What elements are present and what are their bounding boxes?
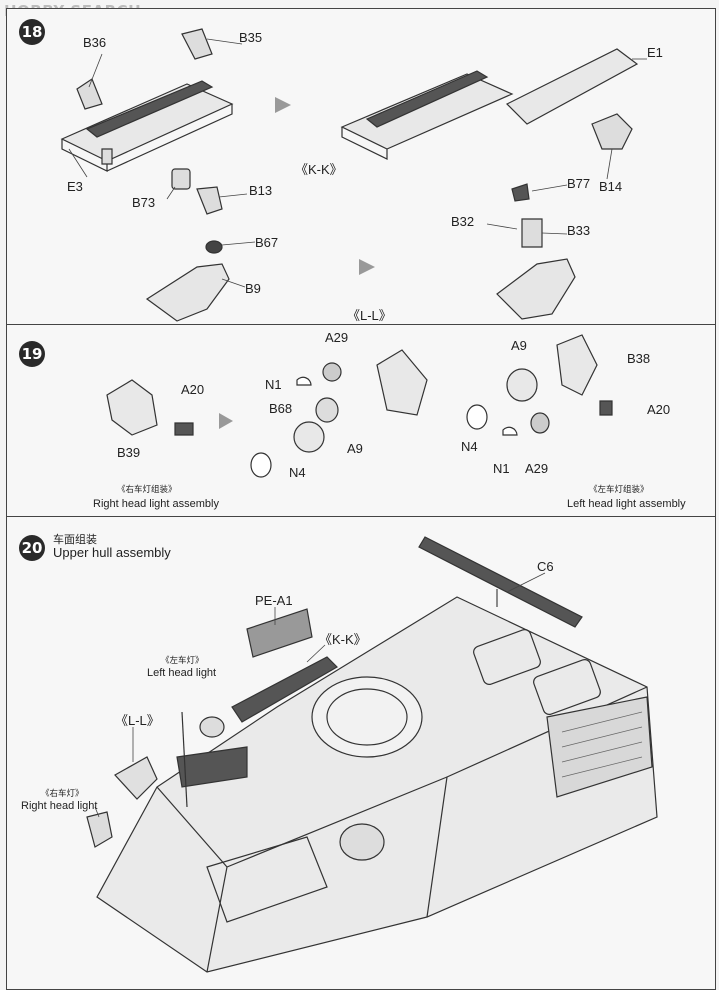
label-kk: 《K-K》 xyxy=(319,632,367,647)
part-e1-shape xyxy=(507,49,637,124)
step-20-title-en: Upper hull assembly xyxy=(53,545,171,560)
part-b35-shape xyxy=(182,29,212,59)
part-b36-shape xyxy=(77,79,102,109)
label-b14: B14 xyxy=(599,179,623,194)
label-c6: C6 xyxy=(537,559,554,574)
label-n1-right: N1 xyxy=(493,461,510,476)
step-number-20: 20 xyxy=(19,535,45,561)
section-label-kk: 《K-K》 xyxy=(295,162,343,177)
label-a20-right: A20 xyxy=(647,402,671,417)
part-pe-a1 xyxy=(247,609,312,657)
label-b13: B13 xyxy=(249,183,273,198)
step-number-18: 18 xyxy=(19,19,45,45)
part-a20-left-shape xyxy=(175,423,193,435)
caption-right-light-cn: 《右车灯组装》 xyxy=(117,484,177,494)
part-b14-shape xyxy=(592,114,632,149)
caption-right-light-en: Right head light assembly xyxy=(93,498,219,510)
step-18-panel: 18 xyxy=(6,8,716,326)
label-a29-left: A29 xyxy=(325,330,349,345)
step-19-drawing xyxy=(7,325,715,517)
caption-right-light-cn-20: 《右车灯》 xyxy=(41,788,84,798)
rail-e3 xyxy=(62,81,232,171)
label-n1-left: N1 xyxy=(265,377,282,392)
stand-ll-right xyxy=(497,184,575,319)
label-a9-right: A9 xyxy=(511,338,527,353)
label-b33: B33 xyxy=(567,223,591,238)
stand-ll-left xyxy=(147,169,229,321)
step-20-panel: 20 车面组装 Upper hull assembly xyxy=(6,516,716,990)
label-b38: B38 xyxy=(627,351,651,366)
label-pe-a1: PE-A1 xyxy=(255,593,293,608)
label-n4-right: N4 xyxy=(461,439,478,454)
section-label-ll: 《L-L》 xyxy=(347,308,392,323)
step-19-panel: 19 A20 B39 A29 N1 B68 A9 N4 A9 B38 A20 N… xyxy=(6,324,716,518)
caption-left-light-cn: 《左车灯组装》 xyxy=(589,484,649,494)
step-18-arrows xyxy=(275,97,375,275)
label-a9-left: A9 xyxy=(347,441,363,456)
caption-right-light-en-20: Right head light xyxy=(21,800,98,812)
part-b39-shape xyxy=(107,380,157,435)
step-18-drawing xyxy=(7,9,715,325)
part-c6-bar xyxy=(419,537,582,627)
label-ll: 《L-L》 xyxy=(115,713,160,728)
step-number-19: 19 xyxy=(19,341,45,367)
label-b73: B73 xyxy=(132,195,156,210)
label-b68: B68 xyxy=(269,401,293,416)
step-20-title-cn: 车面组装 xyxy=(53,534,97,546)
step-20-drawing xyxy=(7,517,715,989)
part-kk-deck xyxy=(232,657,337,722)
label-b39: B39 xyxy=(117,445,141,460)
upper-hull xyxy=(97,597,657,972)
label-e3: E3 xyxy=(67,179,83,194)
label-n4-left: N4 xyxy=(289,465,306,480)
label-b32: B32 xyxy=(451,214,475,229)
label-a20-left: A20 xyxy=(181,382,205,397)
label-e1: E1 xyxy=(647,45,663,60)
rail-kk xyxy=(342,49,637,159)
label-b9: B9 xyxy=(245,281,261,296)
label-b67: B67 xyxy=(255,235,279,250)
label-b36: B36 xyxy=(83,35,107,50)
label-b77: B77 xyxy=(567,176,591,191)
caption-left-light-cn-20: 《左车灯》 xyxy=(161,655,204,665)
label-b35: B35 xyxy=(239,30,263,45)
caption-left-light-en: Left head light assembly xyxy=(567,498,686,510)
label-a29-right: A29 xyxy=(525,461,549,476)
caption-left-light-en-20: Left head light xyxy=(147,667,217,679)
